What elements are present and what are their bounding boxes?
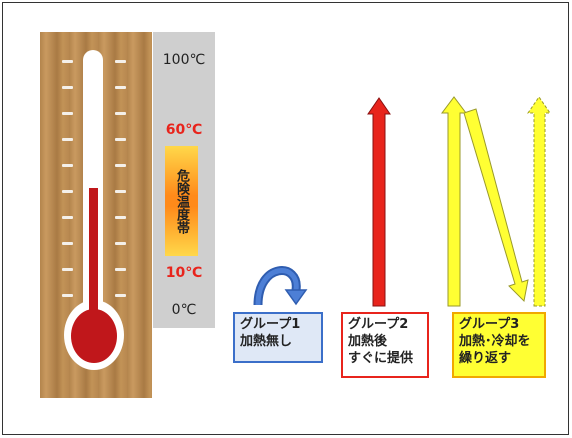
thermometer-tick <box>62 242 73 245</box>
label-60c: 60℃ <box>165 122 203 138</box>
label-10c: 10℃ <box>165 265 203 281</box>
thermometer-tick <box>115 60 126 63</box>
group3-up-arrow <box>441 96 467 307</box>
group2-box: グループ2 加熱後 すぐに提供 <box>341 312 429 378</box>
thermometer-tick <box>115 164 126 167</box>
thermometer-tick <box>115 268 126 271</box>
label-0c: 0℃ <box>171 302 197 318</box>
thermometer-tick <box>62 164 73 167</box>
thermometer-tick <box>115 242 126 245</box>
group3-box: グループ3 加熱･冷却を 繰り返す <box>452 312 546 378</box>
label-100c: 100℃ <box>162 52 206 68</box>
thermometer-bulb <box>71 309 117 363</box>
group1-box: グループ1 加熱無し <box>233 312 323 363</box>
thermometer-tick <box>62 216 73 219</box>
thermometer-tick <box>115 294 126 297</box>
thermometer-tick <box>62 138 73 141</box>
group2-up-arrow <box>367 97 391 307</box>
group1-curved-arrow <box>253 266 308 306</box>
thermometer-tick <box>115 190 126 193</box>
group3-down-arrow <box>463 108 529 303</box>
thermometer-tick <box>115 112 126 115</box>
thermometer-tick <box>115 138 126 141</box>
thermometer-tick <box>62 112 73 115</box>
group3-dashed-up-arrow <box>527 96 551 307</box>
thermometer-tick <box>115 86 126 89</box>
thermometer-mercury <box>89 188 98 338</box>
thermometer-tick <box>62 190 73 193</box>
thermometer-tick <box>62 86 73 89</box>
danger-zone-label: 危険温度帯 <box>165 146 198 256</box>
thermometer-tick <box>62 60 73 63</box>
thermometer-tick <box>62 294 73 297</box>
thermometer-tick <box>115 216 126 219</box>
thermometer-tick <box>62 268 73 271</box>
